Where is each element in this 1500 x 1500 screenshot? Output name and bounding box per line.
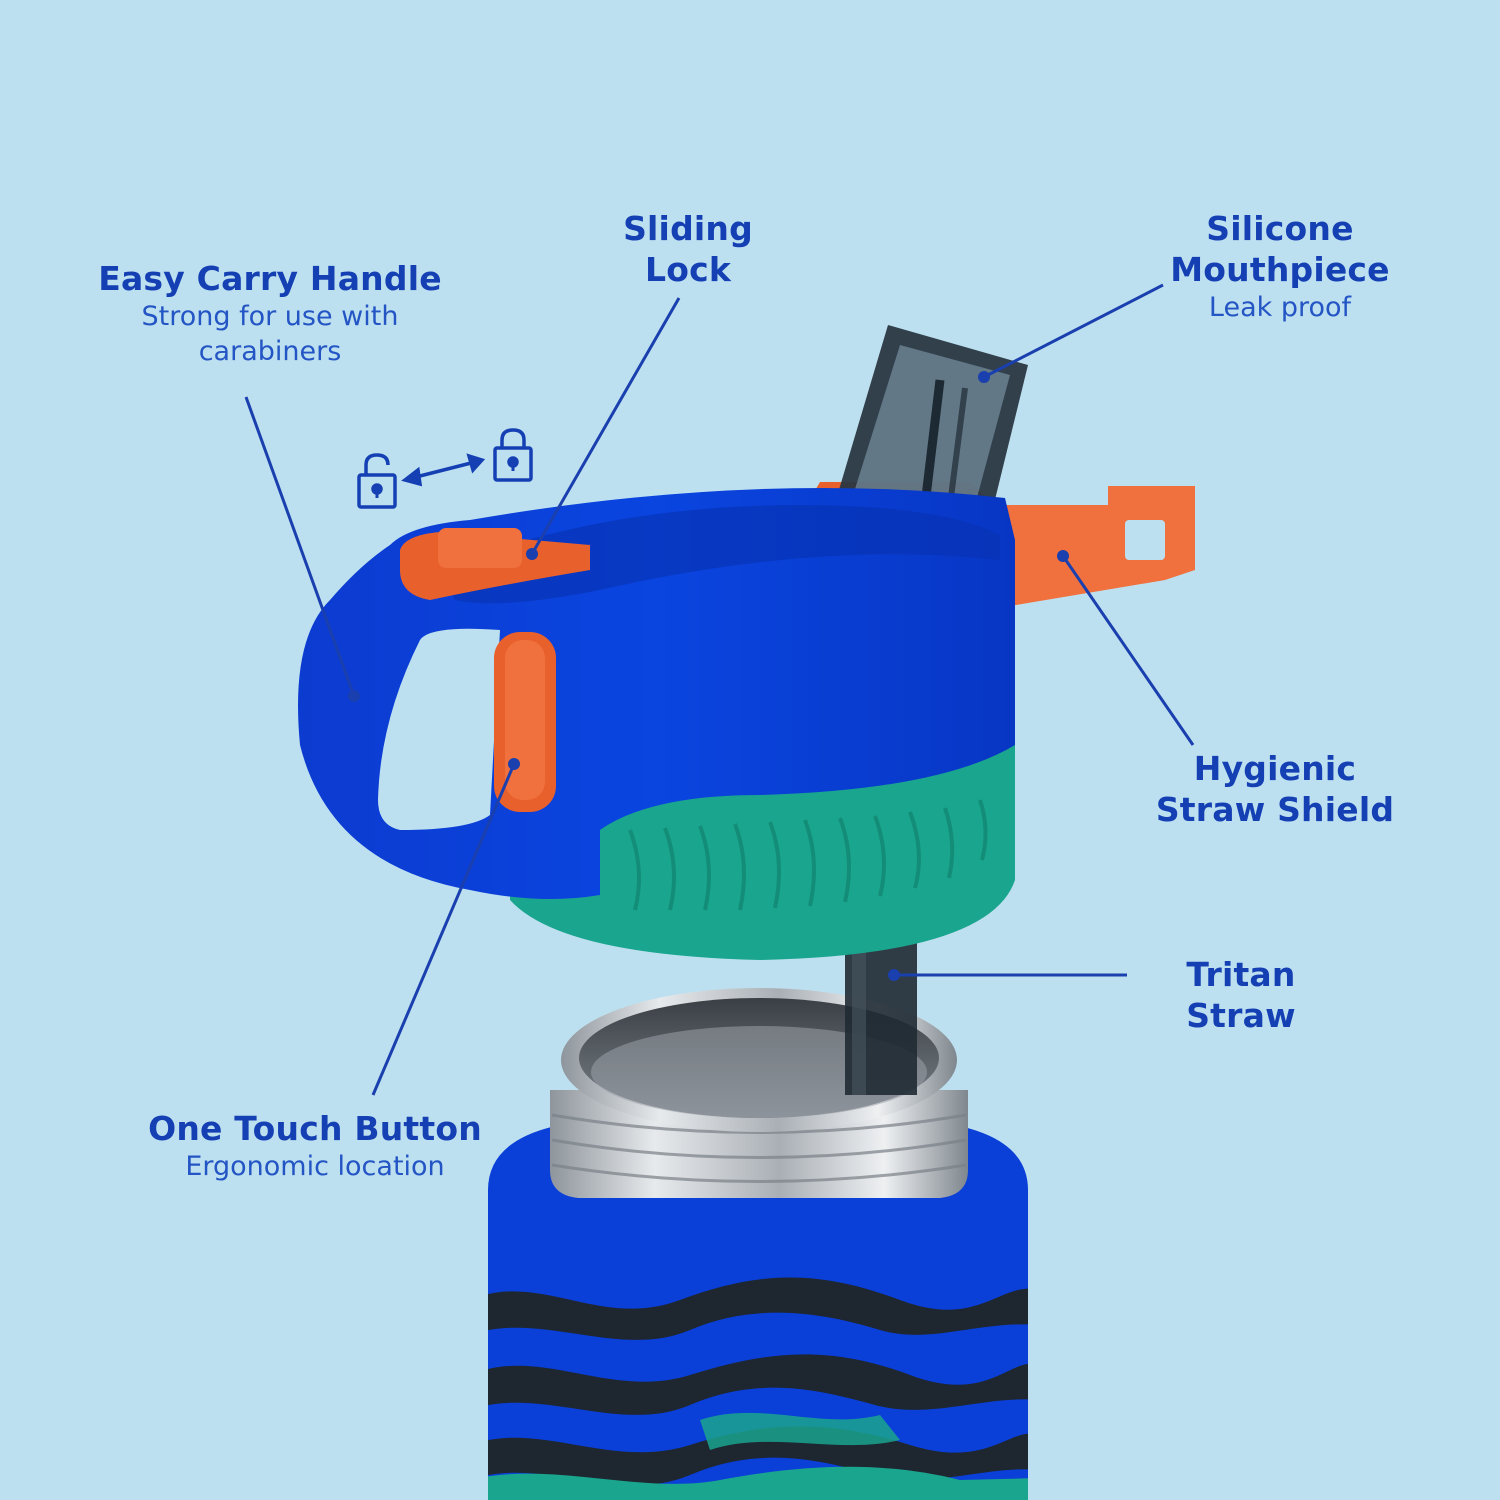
tritan-title: Tritan Straw [1186,955,1296,1035]
callout-one-touch-button: One Touch Button Ergonomic location [140,1108,490,1184]
easy-carry-sub: Strong for use with carabiners [141,301,399,367]
padlock-open-icon [357,453,397,509]
sliding-lock-slider [400,528,590,600]
leader-lines [244,283,1195,1096]
callout-sliding-lock: Sliding Lock [588,208,788,290]
leader-easy-carry [244,396,356,697]
padlock-closed-icon [493,428,533,482]
callout-hygienic-straw-shield: Hygienic Straw Shield [1140,748,1410,830]
double-arrow-icon [401,453,486,487]
one-touch-title: One Touch Button [148,1109,482,1148]
lid [298,487,1015,960]
callout-easy-carry-handle: Easy Carry Handle Strong for use with ca… [80,258,460,369]
leader-sliding-lock [530,297,681,555]
one-touch-sub: Ergonomic location [185,1151,445,1182]
bottle-body [488,988,1028,1500]
silicone-title: Silicone Mouthpiece [1170,209,1390,289]
leader-one-touch [371,763,516,1096]
sliding-lock-title: Sliding Lock [623,209,753,289]
easy-carry-title: Easy Carry Handle [98,259,442,298]
wave-pattern [488,1277,1028,1500]
leader-hygienic [1061,555,1195,746]
silicone-mouthpiece [830,325,1028,520]
silicone-sub: Leak proof [1208,292,1352,323]
callout-tritan-straw: Tritan Straw [1126,954,1356,1036]
callout-silicone-mouthpiece: Silicone Mouthpiece Leak proof [1150,208,1410,325]
leader-silicone [983,283,1164,379]
hygienic-title: Hygienic Straw Shield [1155,749,1395,829]
